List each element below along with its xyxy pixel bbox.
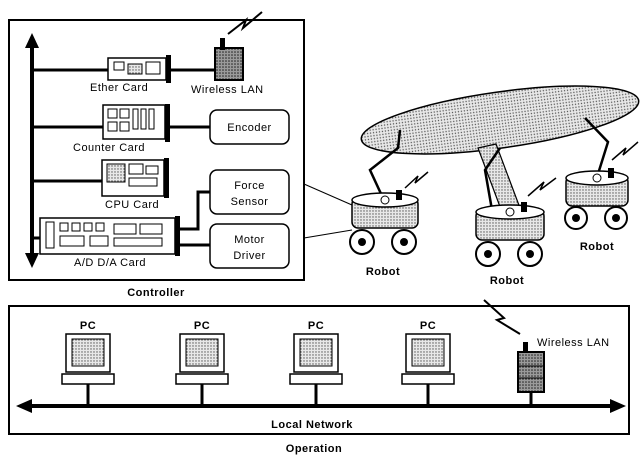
- force-label-line2: Sensor: [231, 196, 269, 208]
- force-label-line1: Force: [234, 180, 265, 192]
- pc-3-label: PC: [308, 320, 324, 332]
- robot-3-signal-icon: [611, 141, 639, 161]
- robot-1-icon: [349, 190, 419, 255]
- encoder-block: [209, 109, 290, 145]
- ad-da-card-icon: [39, 216, 180, 256]
- robot-1-label: Robot: [366, 266, 400, 278]
- bus-arrow-up-icon: [25, 33, 39, 48]
- wireless-signal-icon: [227, 11, 263, 35]
- operation-wireless-lan-label: Wireless LAN: [537, 337, 610, 349]
- pc-3-icon: [289, 333, 343, 405]
- robot-3-label: Robot: [580, 241, 614, 253]
- pc-2-icon: [175, 333, 229, 405]
- robot-3-icon: [564, 168, 629, 230]
- counter-card-icon: [102, 104, 170, 142]
- controller-title: Controller: [127, 287, 185, 299]
- motor-label-line2: Driver: [233, 250, 265, 262]
- cpu-card-label: CPU Card: [105, 199, 159, 211]
- controller-frame: [8, 19, 305, 281]
- motor-driver-block: [209, 223, 290, 269]
- robot-1-signal-icon: [404, 171, 429, 189]
- wireless-lan-device-icon: [214, 38, 244, 81]
- local-network-label: Local Network: [271, 419, 353, 431]
- operation-title: Operation: [286, 443, 342, 455]
- counter-card-label: Counter Card: [73, 142, 145, 154]
- pc-4-icon: [401, 333, 455, 405]
- motor-label-line1: Motor: [234, 234, 265, 246]
- cpu-card-icon: [101, 158, 169, 198]
- robot-2-signal-icon: [527, 177, 557, 197]
- pc-2-label: PC: [194, 320, 210, 332]
- operation-frame: [8, 305, 630, 435]
- pc-1-label: PC: [80, 320, 96, 332]
- pc-4-label: PC: [420, 320, 436, 332]
- bus-arrow-down-icon: [25, 253, 39, 268]
- network-arrow-left-icon: [16, 399, 32, 413]
- controller-wireless-lan-label: Wireless LAN: [191, 84, 264, 96]
- ether-card-icon: [107, 55, 171, 83]
- operation-wireless-lan-device-icon: [517, 342, 545, 405]
- pc-1-icon: [61, 333, 115, 405]
- robot-2-icon: [475, 202, 545, 267]
- encoder-label: Encoder: [227, 122, 271, 134]
- robot-2-label: Robot: [490, 275, 524, 287]
- network-arrow-right-icon: [610, 399, 626, 413]
- ether-card-label: Ether Card: [90, 82, 148, 94]
- ad-da-card-label: A/D D/A Card: [74, 257, 146, 269]
- operation-wireless-signal-icon: [483, 299, 521, 335]
- carried-object: [360, 85, 640, 155]
